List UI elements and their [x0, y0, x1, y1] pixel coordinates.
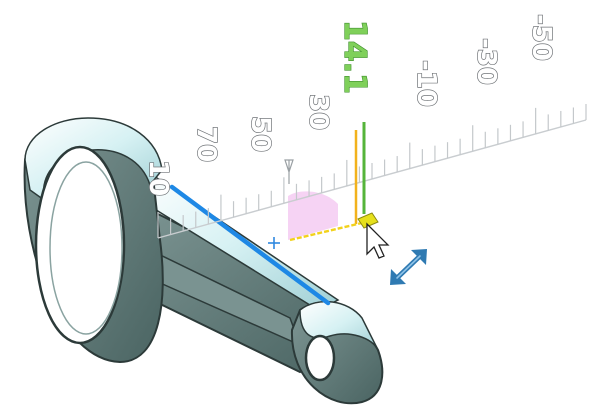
- ruler-label: -30: [470, 37, 501, 85]
- svg-text:-30: -30: [471, 38, 501, 85]
- preview-offset-line: [289, 220, 367, 242]
- svg-text:10: 10: [143, 160, 173, 196]
- selected-edge[interactable]: [169, 184, 331, 306]
- small-bore-hole[interactable]: [304, 334, 336, 382]
- ruler-label: -10: [410, 59, 441, 107]
- arrow-cursor-icon: [366, 222, 390, 259]
- large-bore-hole[interactable]: [34, 145, 126, 345]
- svg-text:70: 70: [191, 126, 221, 162]
- ruler-label: 10: [142, 159, 173, 197]
- svg-text:50: 50: [245, 116, 275, 152]
- ruler-label: 30: [302, 93, 333, 131]
- svg-text:30: 30: [303, 94, 333, 130]
- ruler[interactable]: 10 70 50 30 -10 -30 -50: [142, 13, 587, 239]
- large-bore-inner-wall: [49, 161, 123, 335]
- preview-plane: [288, 191, 338, 240]
- live-value-label: 14.1: [337, 20, 372, 94]
- ruler-label: -50: [525, 13, 556, 61]
- svg-text:-10: -10: [411, 60, 441, 107]
- svg-text:-50: -50: [526, 14, 556, 61]
- lever-part[interactable]: [23, 117, 384, 405]
- ruler-label: 70: [190, 125, 221, 163]
- ruler-label: 50: [244, 115, 275, 153]
- ruler-labels: 10 70 50 30 -10 -30 -50: [142, 13, 556, 197]
- drag-handle[interactable]: [357, 212, 379, 229]
- ruler-ticks: [157, 104, 587, 238]
- origin-plus-icon: [268, 237, 280, 249]
- direction-arrow-icon: [284, 159, 294, 184]
- diagonal-resize-icon[interactable]: [390, 249, 427, 285]
